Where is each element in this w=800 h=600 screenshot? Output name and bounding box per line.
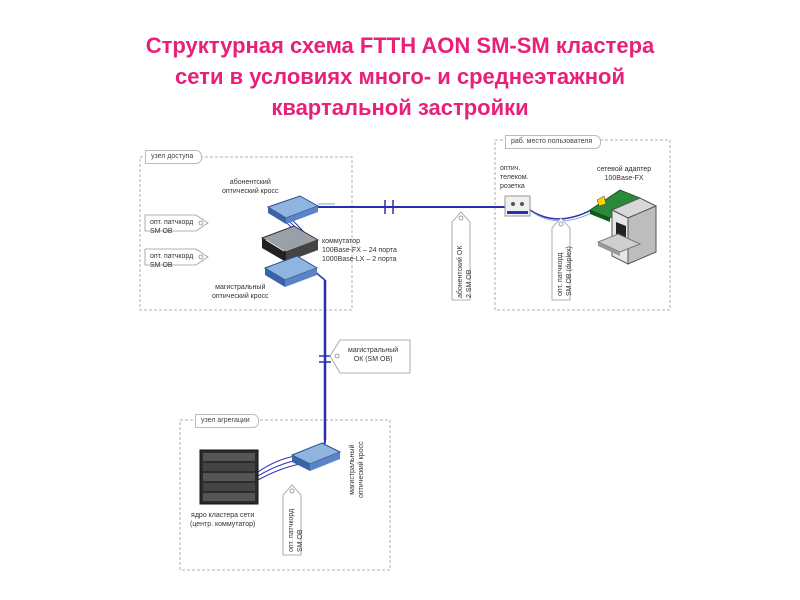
trunk-cross-label: магистральный оптический кросс — [212, 284, 269, 300]
aggregation-node-zone — [179, 419, 391, 571]
aggregation-cross-device — [290, 442, 342, 471]
title-line-3: квартальной застройки — [271, 95, 529, 120]
patchcord-2-label: опт. патчкорд SM ОВ — [150, 253, 194, 269]
title-line-2: сети в условиях много- и среднеэтажной — [174, 64, 625, 89]
tag-shapes — [144, 211, 571, 556]
network-adapter-label: сетевой адаптер 100Base-FX — [597, 166, 652, 182]
title-line-1: Структурная схема FTTH AON SM-SM кластер… — [145, 33, 655, 58]
trunk-cross-device — [263, 255, 319, 287]
telecom-socket-device — [504, 195, 531, 217]
switch-device — [260, 225, 320, 262]
patchcord-1-label: опт. патчкорд SM ОВ — [150, 219, 194, 235]
tag-holes — [198, 215, 564, 494]
subscriber-cable-label: абонентский ОК 2 SM ОВ — [457, 245, 473, 298]
access-node-zone — [139, 156, 353, 311]
computer-device — [596, 197, 658, 265]
subscriber-cross-label: абонентский оптический кросс — [222, 179, 279, 195]
trunk-fiber-link — [314, 280, 331, 453]
user-workplace-tag: раб. место пользователя — [505, 135, 602, 149]
access-node-tag: узел доступа — [145, 150, 203, 164]
page-title: Структурная схема FTTH AON SM-SM кластер… — [0, 30, 800, 123]
patchcord-duplex-label: опт. патчкорд SM ОВ (duplex) — [557, 246, 573, 296]
patchcord-agg-label: опт. патчкорд SM ОВ — [288, 508, 304, 552]
core-switch-label: ядро кластера сети (центр. коммутатор) — [190, 512, 256, 528]
aggregation-node-tag: узел агрегации — [195, 414, 259, 428]
subscriber-fiber-link — [318, 200, 505, 214]
telecom-socket-label: оптич. телеком. розетка — [500, 165, 529, 190]
core-switch-device — [199, 449, 259, 505]
trunk-cable-label: магистральный ОК (SM ОВ) — [348, 347, 399, 363]
subscriber-cross-device — [266, 195, 320, 224]
switch-label: коммутатор 100Base-FX – 24 порта 1000Bas… — [322, 238, 397, 263]
trunk-cross-agg-label: магистральный оптический кросс — [349, 441, 365, 498]
